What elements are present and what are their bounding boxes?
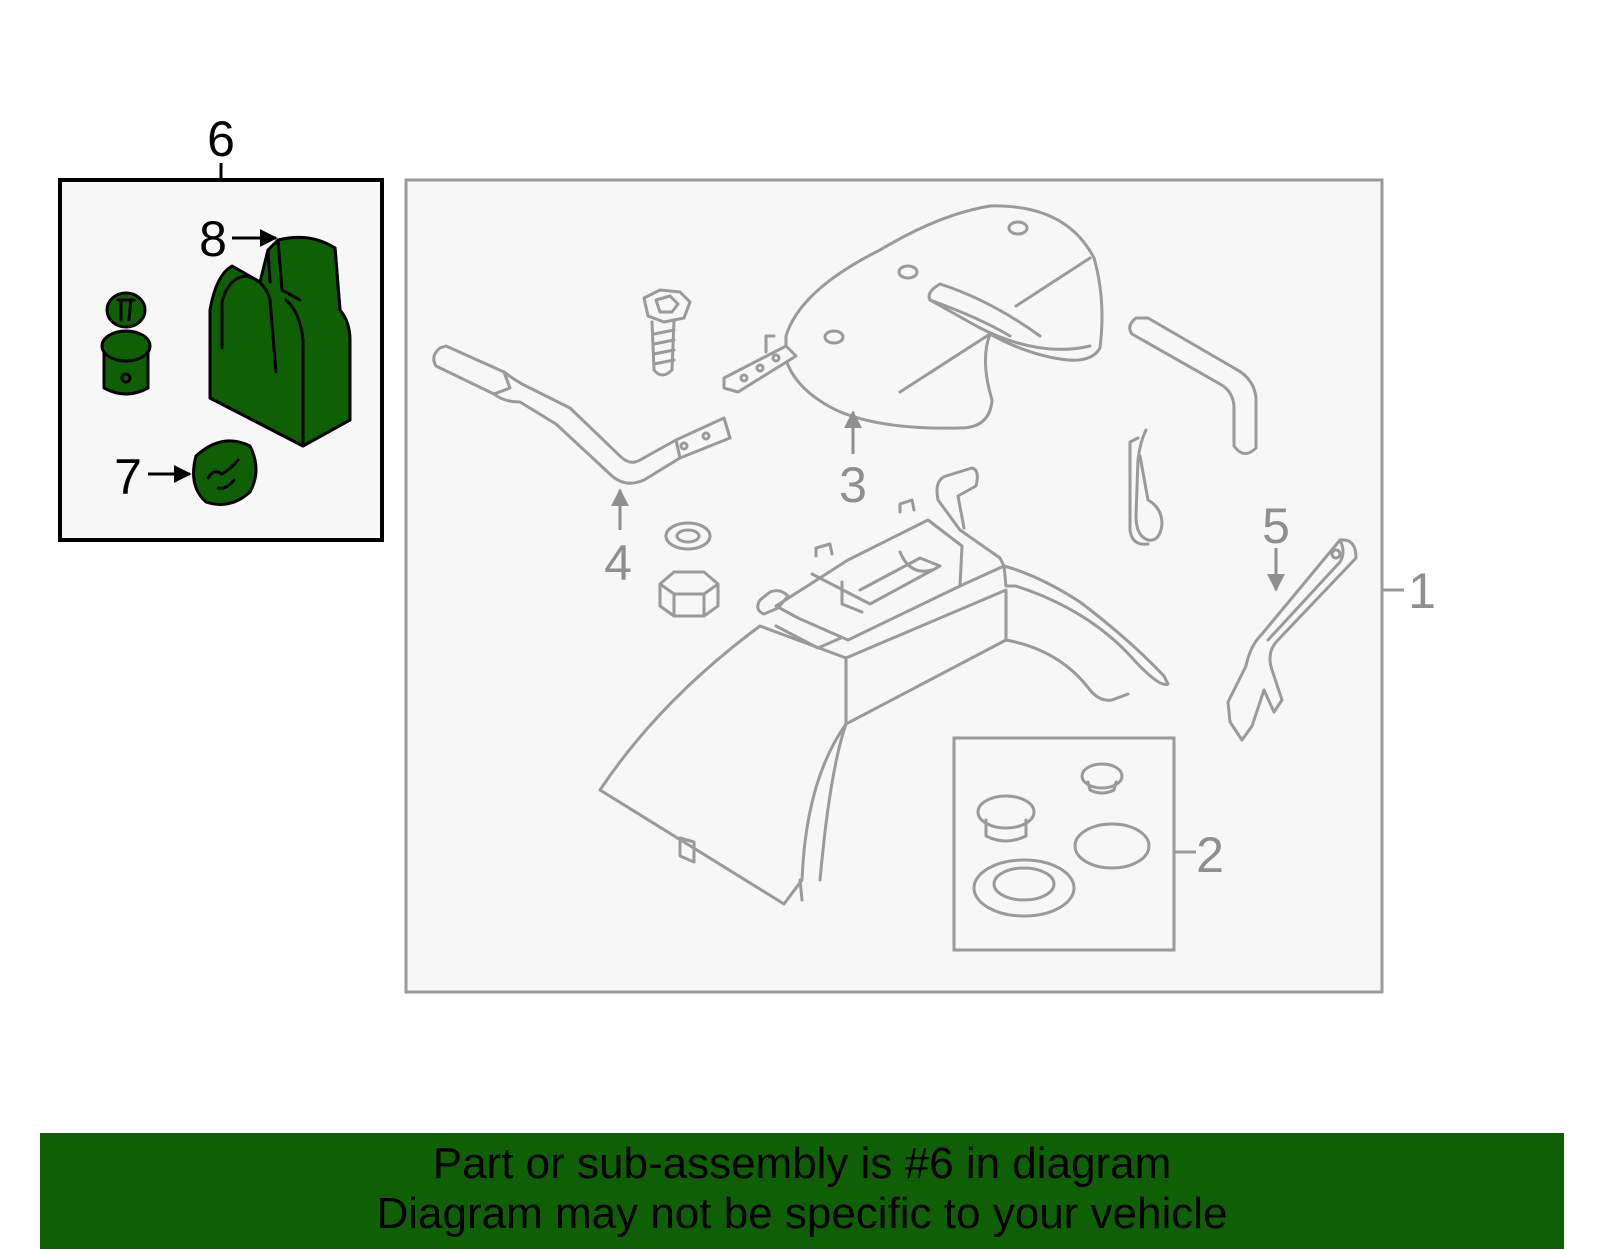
part-plug-small[interactable]: [1080, 762, 1124, 795]
part-bent-rod[interactable]: [1128, 316, 1258, 455]
part-4-lever-rod[interactable]: [432, 344, 732, 485]
subassembly-6-group[interactable]: 6 8 7: [58, 111, 384, 542]
callout-2: 2: [1196, 827, 1224, 883]
callout-3: 3: [839, 457, 867, 513]
part-8-cover[interactable]: [208, 235, 352, 448]
part-3-cover-plate[interactable]: [722, 204, 1104, 430]
part-plug[interactable]: [100, 291, 152, 396]
assembly-1-group[interactable]: 1 3: [404, 178, 1436, 994]
part-7-cap[interactable]: [192, 439, 258, 506]
info-banner: Part or sub-assembly is #6 in diagram Di…: [40, 1133, 1564, 1249]
callout-6: 6: [207, 111, 235, 167]
callout-7: 7: [114, 449, 142, 505]
part-washer[interactable]: [664, 521, 712, 551]
part-5-lock-lever[interactable]: [1226, 538, 1358, 742]
part-grommet-flange[interactable]: [972, 858, 1076, 918]
part-grommet-ring[interactable]: [1073, 822, 1151, 870]
callout-4: 4: [604, 535, 632, 591]
part-plug-large[interactable]: [976, 794, 1036, 843]
subassembly-2-frame: [952, 736, 1176, 952]
part-1-housing[interactable]: [598, 466, 1170, 906]
callout-1: 1: [1408, 563, 1436, 619]
banner-line-2: Diagram may not be specific to your vehi…: [376, 1189, 1228, 1238]
part-nut[interactable]: [658, 570, 720, 618]
callout-5: 5: [1262, 498, 1290, 554]
subassembly-2-group[interactable]: 2: [952, 736, 1224, 952]
callout-8: 8: [199, 211, 227, 267]
part-spring-clip[interactable]: [1128, 428, 1164, 546]
part-bolt[interactable]: [642, 288, 692, 377]
banner-line-1: Part or sub-assembly is #6 in diagram: [432, 1139, 1172, 1188]
